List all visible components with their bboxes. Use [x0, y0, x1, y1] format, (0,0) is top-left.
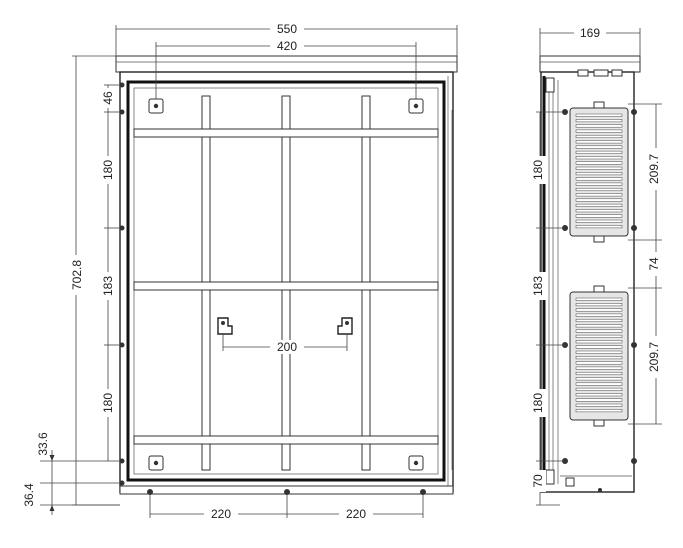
fan-slat: [575, 193, 623, 197]
fan-slat: [575, 182, 623, 186]
fan-slat: [575, 409, 623, 413]
dim-46-label: 46: [101, 91, 115, 105]
fan-slat: [575, 350, 623, 354]
front-mounting-holes: [148, 98, 424, 471]
fan-slat: [575, 198, 623, 202]
fan-slat: [575, 377, 623, 381]
fan-slat: [575, 313, 623, 317]
dim-169: 169: [539, 26, 641, 56]
fan-slat: [575, 308, 623, 312]
fan-slat: [575, 329, 623, 333]
fan-slat: [575, 156, 623, 160]
front-left-screws: [119, 82, 125, 486]
front-bottom-screws: [147, 489, 426, 495]
side-top-cap: [539, 55, 641, 73]
fan-slat: [575, 145, 623, 149]
dim-36-4-label: 36.4: [22, 483, 36, 507]
side-left-chain-dims: 180 183 180 70: [530, 111, 565, 506]
fan-slat: [575, 340, 623, 344]
fan-slat: [575, 124, 623, 128]
side-dim-209-7-top-label: 209.7: [647, 154, 661, 184]
fan-slat: [575, 203, 623, 207]
fan-slat: [575, 361, 623, 365]
dim-183-label: 183: [101, 276, 115, 296]
front-left-chain-dims: 46 180 183 180: [100, 84, 120, 462]
dim-550: 550: [115, 22, 458, 56]
dim-550-label: 550: [277, 22, 297, 36]
fan-slat: [575, 398, 623, 402]
dim-36-4: 36.4: [22, 483, 120, 515]
dim-180-bottom-label: 180: [101, 393, 115, 413]
fan-slat: [575, 161, 623, 165]
dim-702-8-label: 702.8: [70, 260, 84, 290]
dim-220-220: 220 220: [149, 495, 424, 521]
dim-33-6-label: 33.6: [36, 432, 50, 456]
dim-420: 420: [155, 39, 417, 99]
fan-slat: [575, 214, 623, 218]
fan-slat: [575, 187, 623, 192]
dim-220-right-label: 220: [346, 507, 366, 521]
dim-220-left-label: 220: [211, 507, 231, 521]
side-lower-fan: [569, 285, 629, 427]
dim-180-top-label: 180: [101, 160, 115, 180]
dim-200-label: 200: [277, 340, 297, 354]
side-dim-180-bottom-label: 180: [531, 393, 545, 413]
fan-slat: [575, 150, 623, 154]
fan-slat: [575, 119, 623, 123]
fan-slat: [575, 318, 623, 323]
fan-slat: [575, 334, 623, 338]
side-dim-74-label: 74: [647, 257, 661, 271]
fan-slat: [575, 134, 623, 139]
fan-slat: [575, 303, 623, 307]
dim-33-6: 33.6: [36, 432, 120, 484]
dim-702-8: 702.8: [68, 55, 120, 506]
side-view: 169 180 183 180 70 209.7: [530, 26, 663, 506]
side-bottom-details: [560, 475, 632, 492]
fan-slat: [575, 209, 623, 213]
side-right-chain-dims: 209.7 74 209.7: [628, 103, 663, 425]
fan-slat: [575, 129, 623, 133]
front-keyhole-slots: [217, 317, 353, 335]
fan-slat: [575, 382, 623, 386]
side-top-details: [577, 69, 623, 77]
front-horizontal-bars: [133, 128, 439, 445]
side-dim-180-top-label: 180: [531, 160, 545, 180]
fan-slat: [575, 345, 623, 349]
fan-slat: [575, 219, 623, 223]
front-view: 550 420 702.8 46 180: [22, 22, 458, 521]
fan-slat: [575, 177, 623, 181]
fan-slat: [575, 225, 623, 229]
side-upper-fan: [569, 101, 629, 243]
dim-420-label: 420: [277, 39, 297, 53]
front-inner-frame: [126, 80, 446, 482]
fan-slat: [575, 113, 623, 117]
dim-200: 200: [222, 334, 348, 354]
fan-slat: [575, 403, 623, 407]
fan-slat: [575, 324, 623, 328]
front-top-cap: [115, 55, 458, 73]
fan-slat: [575, 387, 623, 391]
fan-slat: [575, 166, 623, 170]
dim-169-label: 169: [580, 26, 600, 40]
fan-slat: [575, 297, 623, 301]
side-door-profile: [542, 76, 559, 488]
fan-slat: [575, 140, 623, 144]
fan-slat: [575, 356, 623, 360]
side-dim-209-7-bottom-label: 209.7: [647, 342, 661, 372]
fan-slat: [575, 172, 623, 176]
fan-slat: [575, 371, 623, 376]
fan-slat: [575, 366, 623, 370]
side-dim-70-label: 70: [531, 474, 545, 488]
side-dim-183-label: 183: [531, 276, 545, 296]
fan-slat: [575, 393, 623, 397]
